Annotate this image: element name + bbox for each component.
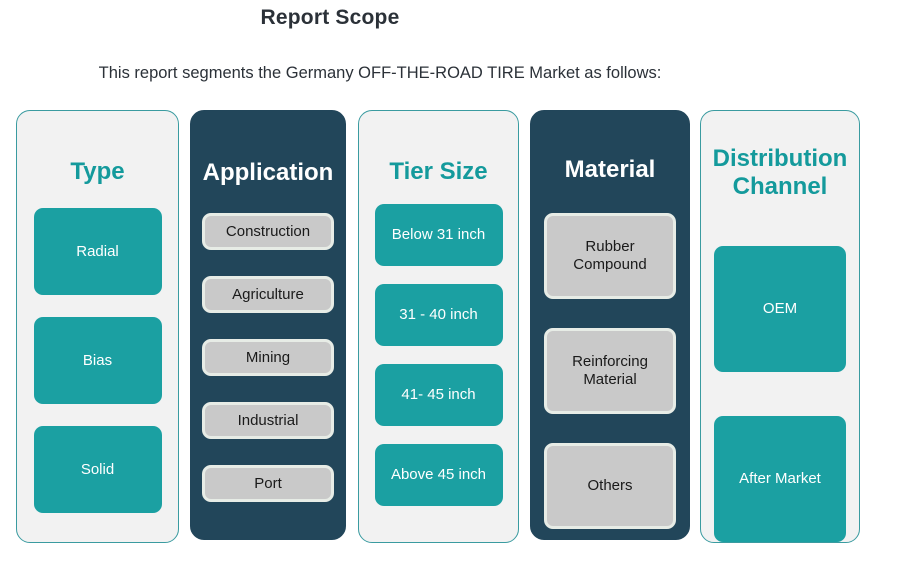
- segment-item-rubber-compound[interactable]: Rubber Compound: [544, 213, 676, 300]
- segment-item-after-market[interactable]: After Market: [714, 415, 846, 542]
- segment-item-others[interactable]: Others: [544, 443, 676, 530]
- segment-item-radial[interactable]: Radial: [33, 208, 162, 296]
- segment-title-material: Material: [564, 156, 656, 183]
- segment-title-distribution-channel: Distribution Channel: [712, 145, 848, 201]
- segment-item-below-31-inch[interactable]: Below 31 inch: [374, 204, 503, 267]
- segment-item-oem[interactable]: OEM: [714, 245, 846, 372]
- segment-item-agriculture[interactable]: Agriculture: [202, 276, 334, 314]
- segment-item-41-45-inch[interactable]: 41- 45 inch: [374, 364, 503, 427]
- segment-item-construction[interactable]: Construction: [202, 213, 334, 251]
- segment-item-31-40-inch[interactable]: 31 - 40 inch: [374, 284, 503, 347]
- segment-title-type: Type: [70, 158, 125, 185]
- segment-item-industrial[interactable]: Industrial: [202, 402, 334, 440]
- segment-title-tier-size: Tier Size: [389, 158, 488, 185]
- segment-item-reinforcing-material[interactable]: Reinforcing Material: [544, 328, 676, 415]
- segment-card-material: Material Rubber Compound Reinforcing Mat…: [530, 110, 690, 540]
- page-title: Report Scope: [260, 6, 400, 29]
- segment-item-solid[interactable]: Solid: [33, 426, 162, 514]
- segment-item-above-45-inch[interactable]: Above 45 inch: [374, 444, 503, 507]
- segment-card-tier-size: Tier Size Below 31 inch 31 - 40 inch 41-…: [358, 110, 519, 543]
- segment-title-application: Application: [202, 159, 334, 186]
- segment-card-application: Application Construction Agriculture Min…: [190, 110, 346, 540]
- segment-item-mining[interactable]: Mining: [202, 339, 334, 377]
- segment-item-port[interactable]: Port: [202, 465, 334, 503]
- page-subtitle: This report segments the Germany OFF-THE…: [98, 64, 662, 82]
- segment-item-bias[interactable]: Bias: [33, 317, 162, 405]
- segment-card-type: Type Radial Bias Solid: [16, 110, 179, 543]
- segmentation-columns: Type Radial Bias Solid Application Const…: [0, 110, 898, 550]
- segment-card-distribution-channel: Distribution Channel OEM After Market: [700, 110, 860, 543]
